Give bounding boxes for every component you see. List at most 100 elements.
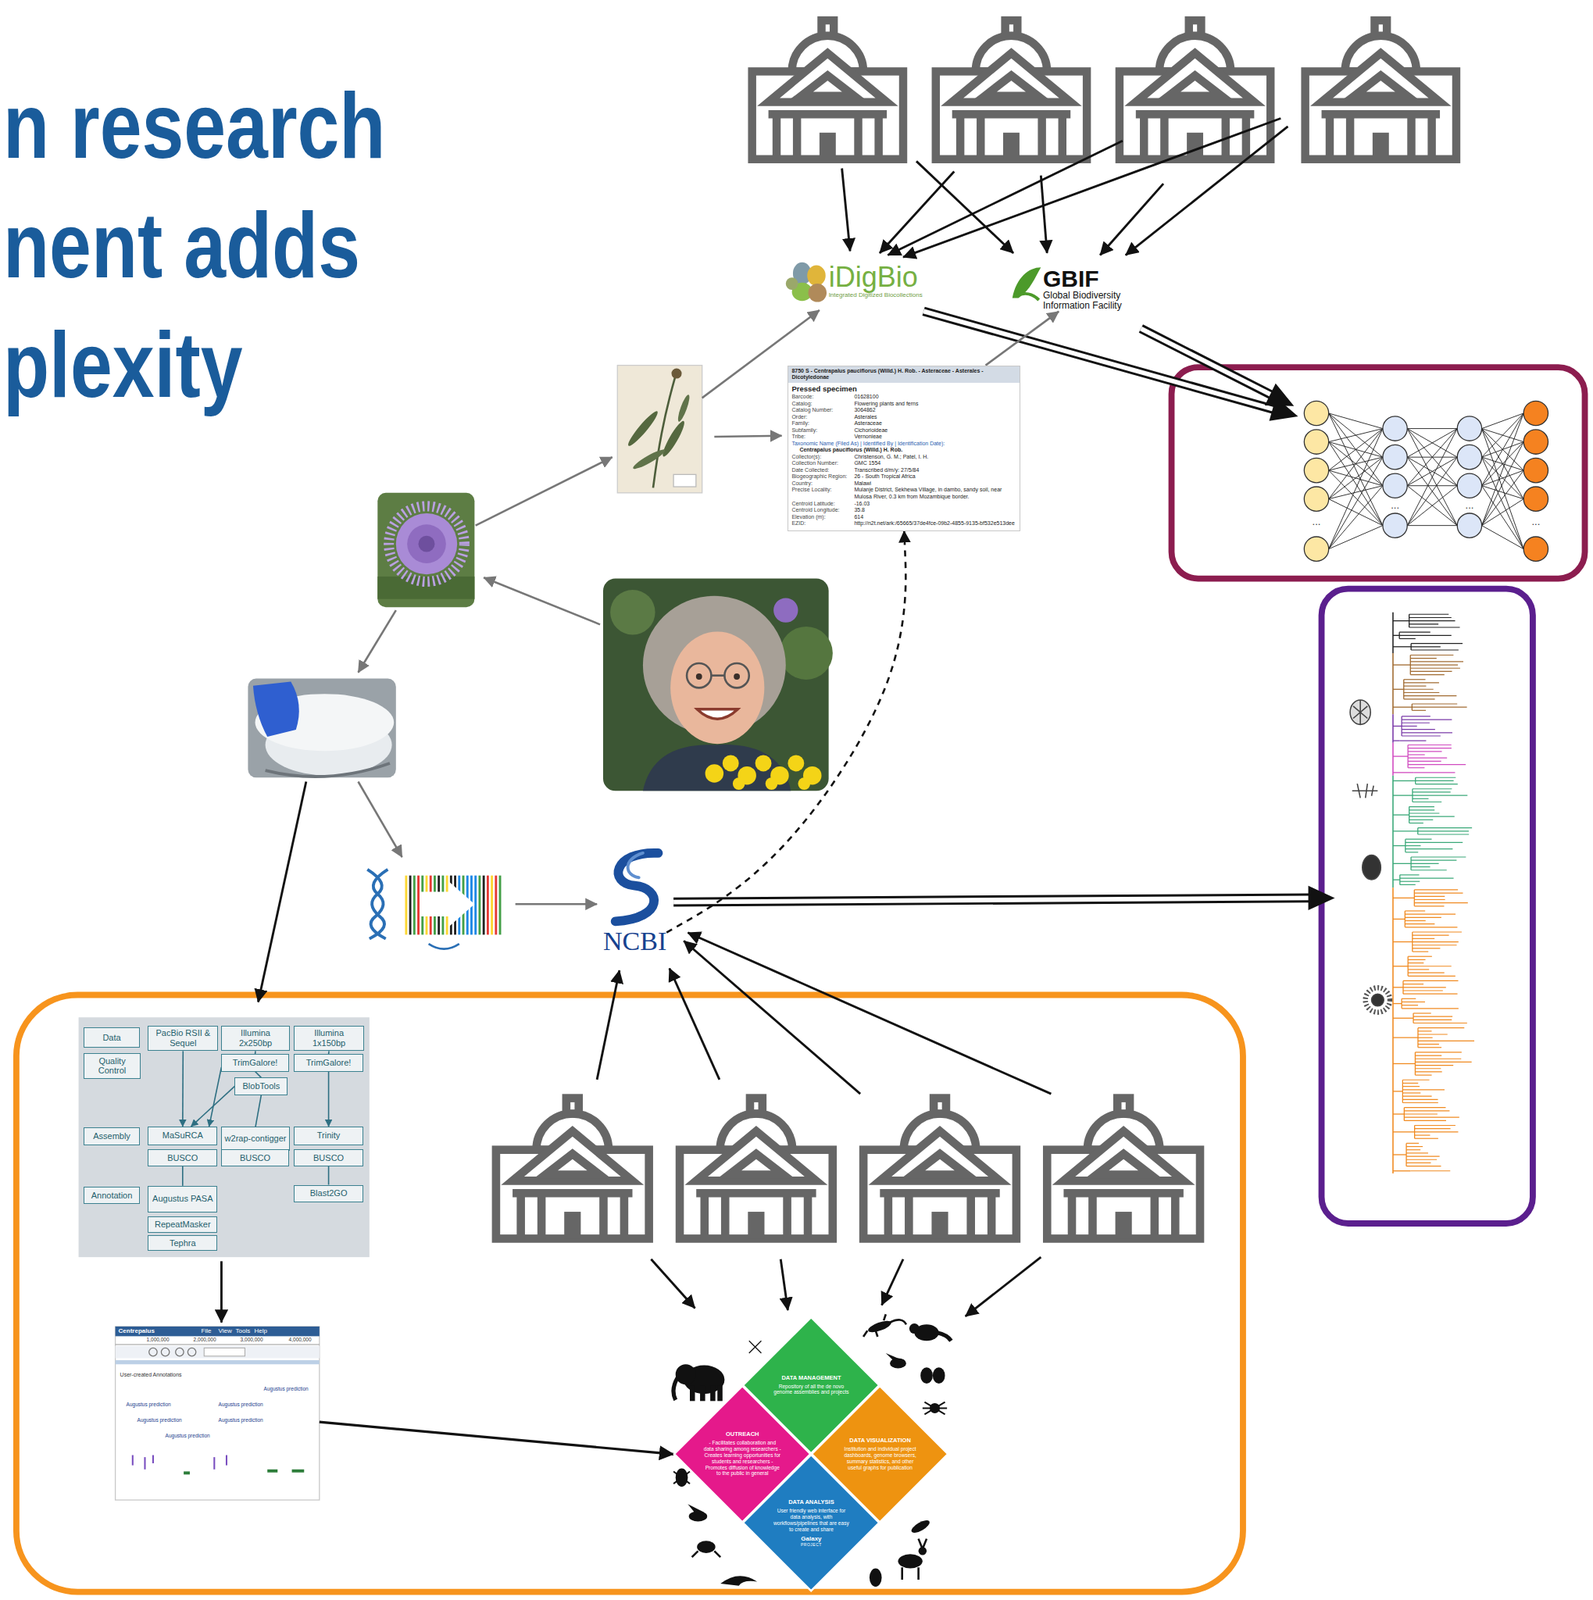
tree-leaf xyxy=(1417,1040,1475,1042)
animal-silhouettes-part-part xyxy=(869,1568,883,1588)
tree-leaf xyxy=(1403,983,1424,985)
node-text: 8750 S - Centrapalus pauciflorus (Willd.… xyxy=(788,366,1020,383)
genome-browser-screenshot-part-part xyxy=(143,1457,146,1470)
node-text: Assembly xyxy=(92,1131,131,1142)
node-text: DATA ANALYSIS xyxy=(788,1499,834,1507)
tree-leaf xyxy=(1402,1099,1438,1101)
ncbi-icon-part xyxy=(615,853,659,922)
tree-branch xyxy=(1392,1063,1415,1065)
tree-branch xyxy=(1408,807,1410,824)
tree-branch xyxy=(1392,742,1394,776)
tree-leaf xyxy=(1403,989,1443,991)
tree-leaf xyxy=(1414,1061,1472,1063)
genome-browser-screenshot-part-part xyxy=(225,1455,228,1466)
node-text: Data xyxy=(102,1032,121,1043)
pipeline-step: Illumina 1x150bp xyxy=(293,1025,365,1052)
tree-leaf xyxy=(1410,866,1430,868)
connector xyxy=(985,311,1060,366)
tree-leaf xyxy=(1411,703,1458,704)
flow-arrows xyxy=(221,118,1288,1323)
plant-icons-part xyxy=(1365,987,1390,1012)
ellipsis-label: ... xyxy=(1389,500,1401,511)
grey-arrows-part xyxy=(515,903,597,906)
person-photo-part-part xyxy=(732,777,746,790)
tree-leaf xyxy=(1413,1012,1432,1014)
tree-leaf xyxy=(1401,725,1418,727)
sequence-bar xyxy=(478,875,481,936)
ellipsis-label: ... xyxy=(1530,516,1541,528)
museum-icon xyxy=(863,1098,1017,1240)
tree-leaf xyxy=(1414,896,1445,897)
node-text: Barcode: xyxy=(788,393,851,401)
connector xyxy=(182,1166,184,1186)
nn-link xyxy=(1407,428,1458,526)
tree-leaf xyxy=(1410,642,1463,644)
tree-leaf xyxy=(1417,833,1469,835)
tree-leaf xyxy=(1417,830,1469,832)
plant-icons-part xyxy=(1371,993,1385,1007)
animal-silhouettes-part xyxy=(909,1517,932,1536)
flow-arrows-part xyxy=(887,140,1122,255)
connector xyxy=(182,1050,184,1127)
tree-branch xyxy=(1392,771,1415,773)
node-text: Tools xyxy=(235,1327,251,1336)
tree-leaf xyxy=(1412,931,1462,933)
node-text: http://n2t.net/ark:/65665/37de4fce-09b2-… xyxy=(850,520,1020,528)
tree-branch xyxy=(1392,830,1418,832)
nn-link xyxy=(1482,428,1525,550)
node-text: BUSCO xyxy=(313,1153,344,1164)
idigbio-icon-part xyxy=(785,277,799,290)
animal-silhouettes-part xyxy=(909,1323,952,1341)
tree-branch xyxy=(1392,918,1405,920)
plant-icons-part xyxy=(1350,700,1371,725)
pipeline-panel xyxy=(78,1017,370,1258)
nn-unit xyxy=(1303,536,1329,561)
tree-leaf xyxy=(1409,822,1424,824)
nn-link xyxy=(1407,428,1458,429)
tree-leaf xyxy=(1412,951,1429,953)
animal-silhouettes-part xyxy=(885,1353,907,1369)
tree-branch xyxy=(1414,889,1415,907)
node-text: Mulanje District, Sekhewa Village, in da… xyxy=(850,486,1020,501)
tree-branch xyxy=(1392,1131,1415,1133)
nn-unit xyxy=(1523,536,1548,561)
tree-leaf xyxy=(1401,718,1452,720)
node-text: Augustus prediction xyxy=(137,1417,183,1425)
genome-browser-screenshot-part-part xyxy=(292,1469,305,1473)
genome-browser-screenshot-part-part xyxy=(183,1471,190,1475)
tree-leaf xyxy=(1412,935,1450,936)
tree-leaf xyxy=(1403,698,1436,700)
tree-leaf xyxy=(1410,654,1454,656)
sequence-bar xyxy=(474,875,477,936)
person-photo-part xyxy=(773,597,798,622)
node-text: MaSuRCA xyxy=(162,1130,204,1141)
genome-browser-screenshot-part xyxy=(160,1347,169,1356)
person-photo-part-part xyxy=(787,755,804,772)
nn-unit xyxy=(1523,400,1548,426)
tree-leaf xyxy=(1409,809,1436,811)
tree-leaf xyxy=(1407,956,1433,958)
node-text: Tribe: xyxy=(788,433,851,441)
tree-leaf xyxy=(1411,707,1467,708)
animal-silhouettes-part-part xyxy=(675,1364,697,1385)
tree-leaf xyxy=(1403,1113,1438,1115)
nn-link xyxy=(1328,485,1383,550)
tree-leaf xyxy=(1412,947,1441,949)
tree-leaf xyxy=(1407,757,1447,759)
connector xyxy=(328,1071,330,1128)
specimen-record: 8750 S - Centrapalus pauciflorus (Willd.… xyxy=(787,365,1021,532)
nn-link xyxy=(1328,413,1383,526)
genome-browser: CentrepalusFileViewToolsHelp1,000,0002,0… xyxy=(115,1326,320,1501)
tree-leaf xyxy=(1400,740,1427,742)
animal-silhouettes-part-part xyxy=(897,1553,922,1568)
tree-leaf xyxy=(1407,975,1456,977)
tree-branch xyxy=(1392,1170,1411,1172)
nn-link xyxy=(1407,457,1458,526)
node-text: PROJECT xyxy=(800,1542,822,1547)
node-text: Centrapalus pauciflorus (Willd.) H. Rob. xyxy=(788,446,1020,454)
nn-link xyxy=(1482,525,1525,550)
pipeline-step: BUSCO xyxy=(293,1149,364,1167)
tree-branch xyxy=(1392,780,1416,782)
tree-leaf xyxy=(1404,917,1441,918)
